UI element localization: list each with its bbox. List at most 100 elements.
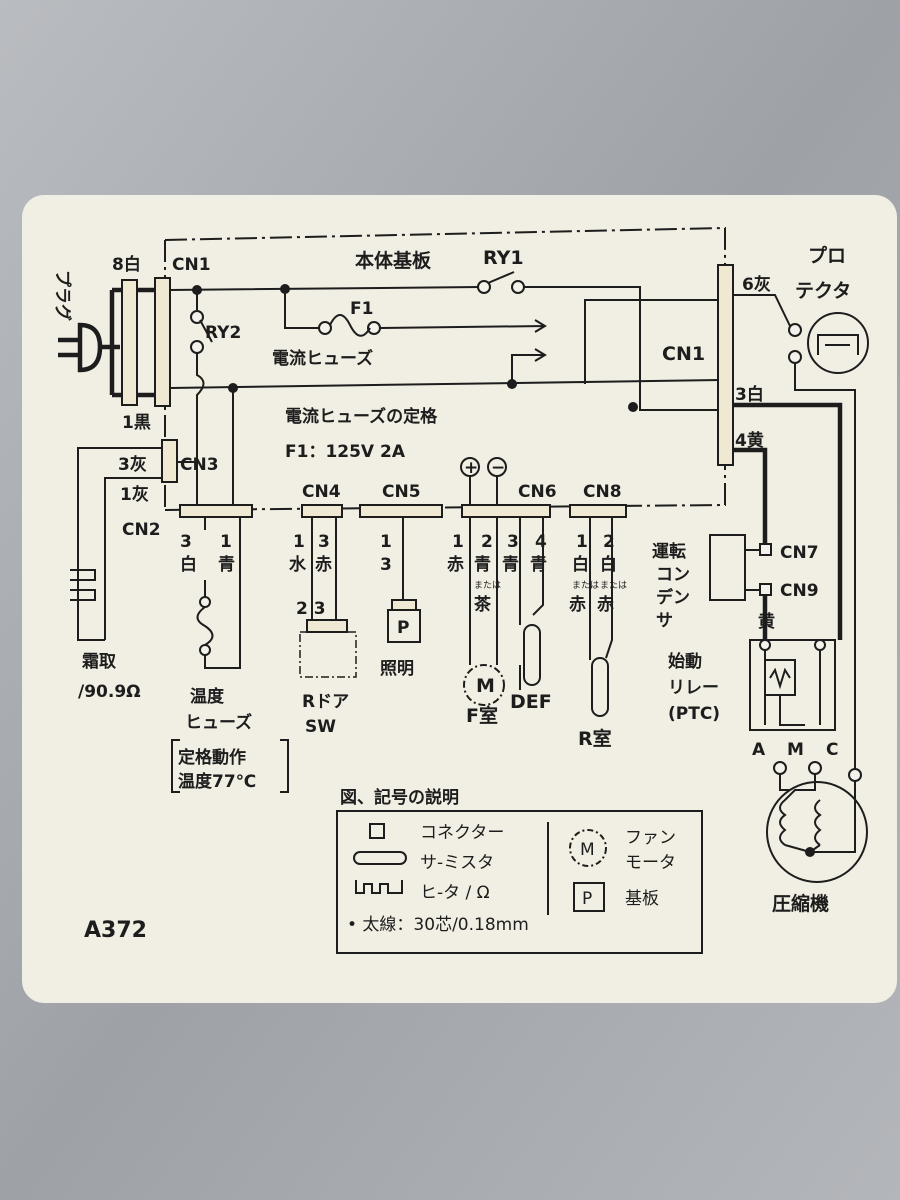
cn1-pin4-label: 4黄 bbox=[735, 430, 764, 451]
thermistor-symbol-icon bbox=[353, 851, 407, 865]
cn1-pin3-label: 3白 bbox=[735, 384, 764, 405]
cn5-pin-num: 3 bbox=[380, 555, 392, 575]
legend-thick-wire: • 太線：30芯/0.18mm bbox=[347, 915, 529, 935]
legend-fan-motor-symbol: M bbox=[580, 840, 595, 860]
cn6-label: CN6 bbox=[518, 482, 557, 502]
defrost-label-1: 霜取 bbox=[81, 652, 116, 672]
cn4-pin-color: 水 bbox=[289, 554, 307, 575]
cn3-label: CN3 bbox=[180, 455, 219, 475]
connector-symbol-icon bbox=[369, 823, 385, 839]
r-room-thermistor-icon bbox=[591, 657, 609, 717]
def-label: DEF bbox=[510, 691, 552, 713]
protector-icon bbox=[733, 294, 869, 770]
model-number: A372 bbox=[84, 918, 147, 943]
lighting-symbol: P bbox=[397, 618, 409, 638]
cn8-pin-color: 白 bbox=[600, 554, 617, 575]
cn8-connector bbox=[569, 504, 627, 518]
ry1-label: RY1 bbox=[483, 247, 524, 269]
cn1-pin1-label: 1黒 bbox=[122, 413, 151, 433]
cn2-pin-color: 青 bbox=[218, 554, 235, 575]
fuse-rating-value: F1：125V 2A bbox=[285, 442, 406, 462]
legend-board: 基板 bbox=[625, 889, 659, 909]
f1-label: F1 bbox=[350, 299, 373, 319]
legend-heater: ヒ-タ / Ω bbox=[420, 883, 490, 903]
cn2-pin-num: 3 bbox=[180, 532, 192, 552]
start-relay-label: リレー bbox=[668, 678, 719, 698]
cn2-connector bbox=[179, 504, 253, 518]
protector-label-2: テクタ bbox=[795, 280, 851, 302]
protector-label-1: プロ bbox=[808, 244, 846, 267]
door-switch-box bbox=[299, 631, 357, 678]
cn7-connector bbox=[759, 543, 772, 556]
compressor-icon bbox=[766, 761, 868, 883]
cn4-connector bbox=[301, 504, 343, 518]
cn4-pin-color: 赤 bbox=[315, 554, 332, 575]
wire-ry1 bbox=[169, 286, 720, 411]
lighting-board-icon bbox=[387, 609, 421, 643]
temp-fuse-icon bbox=[196, 596, 214, 656]
fan-motor-symbol-icon bbox=[569, 829, 607, 867]
wire-neutral bbox=[169, 299, 721, 505]
door-switch-label: Rドア bbox=[302, 692, 349, 712]
cn4-pin-num: 3 bbox=[318, 532, 330, 552]
wire-defrost bbox=[77, 447, 197, 641]
cn6-pin-color: 青 bbox=[530, 554, 547, 575]
start-relay-label: 始動 bbox=[668, 651, 702, 672]
current-fuse-label: 電流ヒューズ bbox=[272, 348, 373, 369]
run-capacitor-label: デン bbox=[656, 587, 690, 608]
compressor-label: 圧縮機 bbox=[772, 892, 829, 915]
legend: 図、記号の説明 コネクター サ-ミスタ ヒ-タ / Ω • 太線：30芯/0.1… bbox=[336, 787, 703, 954]
plug-label: プラグ bbox=[52, 270, 73, 321]
cn7-label: CN7 bbox=[780, 543, 819, 563]
defrost-heater-icon bbox=[70, 569, 96, 601]
cn6-pin-alt-color: 茶 bbox=[474, 594, 492, 615]
wire-cn4 bbox=[311, 517, 337, 620]
cn6-pin-alt: または bbox=[474, 580, 501, 591]
cn8-pin-alt-color: 赤 bbox=[597, 594, 614, 615]
door-switch-pins: 2 3 bbox=[296, 599, 326, 619]
cn8-pin-color: 白 bbox=[572, 554, 589, 575]
temp-fuse-rating: 温度77℃ bbox=[178, 771, 256, 792]
main-board-label: 本体基板 bbox=[355, 249, 432, 272]
def-thermistor-icon bbox=[523, 624, 541, 686]
cn3-pin3-label: 3灰 bbox=[118, 454, 147, 475]
r-room-label: R室 bbox=[578, 727, 612, 750]
fan-motor-label: F室 bbox=[466, 704, 498, 727]
temp-fuse-label: ヒューズ bbox=[185, 712, 252, 733]
plug-connector bbox=[121, 279, 138, 406]
legend-fan-motor: モータ bbox=[625, 853, 676, 873]
rating-bracket bbox=[171, 739, 289, 793]
cn6-pin-color: 赤 bbox=[447, 554, 464, 575]
start-relay-ptc-icon bbox=[749, 639, 836, 731]
wire-cn8 bbox=[589, 517, 613, 660]
cn1-right-label: CN1 bbox=[662, 343, 705, 365]
yellow-label: 黄 bbox=[758, 611, 775, 632]
fuse-rating-title: 電流ヒューズの定格 bbox=[285, 406, 438, 427]
terminal-m-label: M bbox=[787, 740, 804, 760]
heater-symbol-icon bbox=[355, 880, 403, 894]
cn3-connector bbox=[161, 439, 178, 483]
cn6-connector bbox=[461, 504, 551, 518]
minus-symbol: − bbox=[491, 458, 505, 478]
run-capacitor-label: 運転 bbox=[652, 541, 686, 562]
cn1-left-label: CN1 bbox=[172, 255, 211, 275]
cn5-pin-num: 1 bbox=[380, 532, 392, 552]
cn6-pin-num: 2 bbox=[481, 532, 493, 552]
cn4-pin-num: 1 bbox=[293, 532, 305, 552]
cn9-label: CN9 bbox=[780, 581, 819, 601]
cn2-pin-color: 白 bbox=[180, 554, 197, 575]
legend-title: 図、記号の説明 bbox=[340, 787, 459, 808]
legend-connector: コネクター bbox=[420, 823, 504, 843]
cn2-label: CN2 bbox=[122, 520, 161, 540]
cn6-pin-color: 青 bbox=[474, 554, 491, 575]
cn1-right-connector bbox=[717, 264, 734, 466]
legend-fan-motor: ファン bbox=[625, 828, 676, 848]
ry1-relay-contact bbox=[477, 271, 525, 294]
plus-symbol: + bbox=[464, 458, 478, 478]
cn8-label: CN8 bbox=[583, 482, 622, 502]
cn9-connector bbox=[759, 583, 772, 596]
run-capacitor-label: サ bbox=[656, 611, 673, 631]
cn5-connector bbox=[359, 504, 443, 518]
cn6-pin-color: 青 bbox=[502, 554, 519, 575]
f1-fuse-icon bbox=[318, 314, 381, 337]
